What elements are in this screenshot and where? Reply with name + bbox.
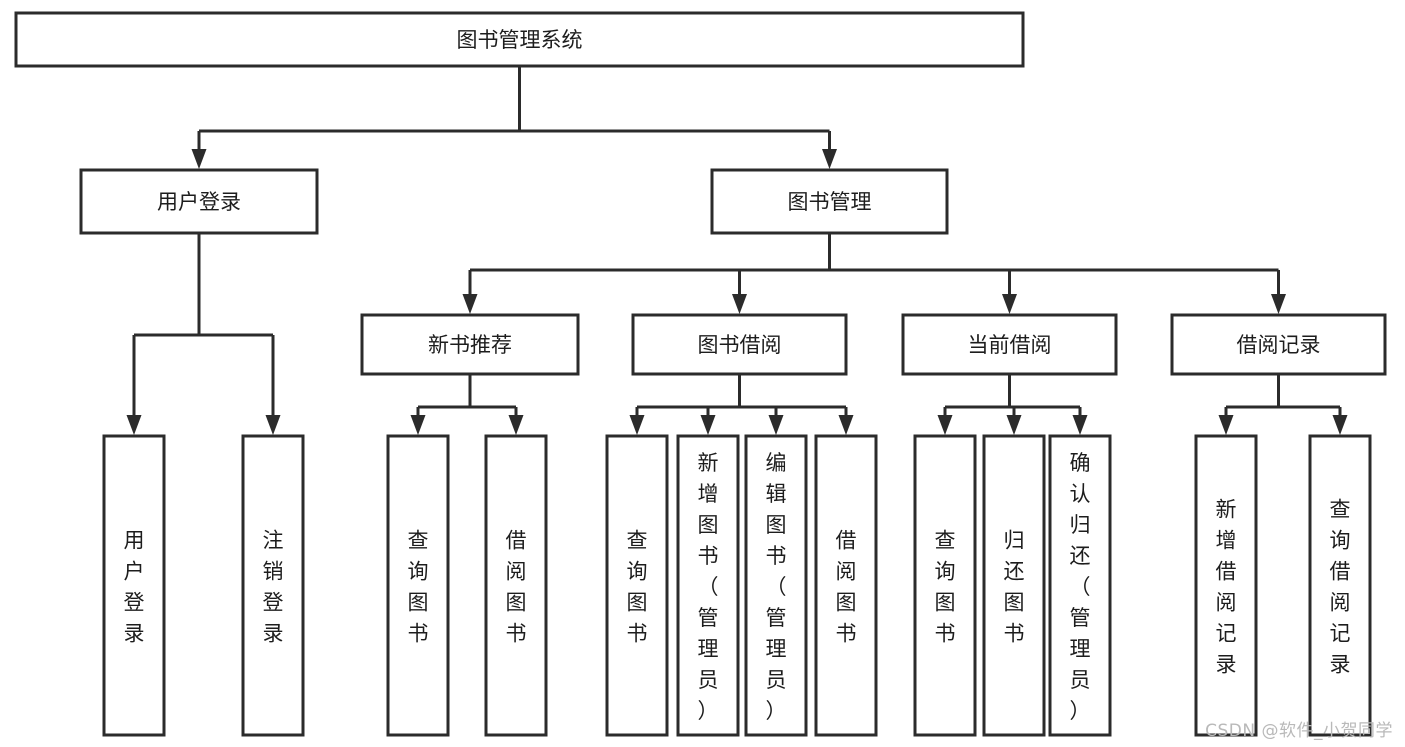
edge-layer xyxy=(126,66,1348,435)
node-borrow[interactable]: 图书借阅 xyxy=(631,313,848,376)
node-newbook[interactable]: 新书推荐 xyxy=(360,313,580,376)
node-nb-query[interactable]: 查询图书 xyxy=(386,434,450,737)
node-login-in[interactable]: 用户登录 xyxy=(102,434,166,737)
node-label-login-out: 注销登录 xyxy=(263,529,284,646)
node-box-login[interactable] xyxy=(79,168,319,235)
node-label-cu-query: 查询图书 xyxy=(935,529,956,646)
node-box-re-query[interactable] xyxy=(1308,434,1372,737)
node-bo-add[interactable]: 新增图书（管理员） xyxy=(676,434,740,737)
node-label-login: 用户登录 xyxy=(157,190,241,214)
node-box-bo-query[interactable] xyxy=(605,434,669,737)
node-label-current: 当前借阅 xyxy=(968,333,1052,357)
node-label-re-query: 查询借阅记录 xyxy=(1330,498,1351,677)
node-box-cu-query[interactable] xyxy=(913,434,977,737)
node-label-record: 借阅记录 xyxy=(1237,333,1321,357)
node-label-bookmgmt: 图书管理 xyxy=(788,190,872,214)
node-box-bo-add[interactable] xyxy=(676,434,740,737)
node-box-re-add[interactable] xyxy=(1194,434,1258,737)
edge-group-record xyxy=(1218,374,1348,435)
node-box-nb-query[interactable] xyxy=(386,434,450,737)
node-label-bo-edit: 编辑图书（管理员） xyxy=(766,451,787,723)
node-label-borrow: 图书借阅 xyxy=(698,333,782,357)
node-layer: 图书管理系统用户登录图书管理新书推荐图书借阅当前借阅借阅记录用户登录注销登录查询… xyxy=(14,11,1387,737)
node-label-cu-return: 归还图书 xyxy=(1004,529,1025,646)
node-box-newbook[interactable] xyxy=(360,313,580,376)
node-box-bo-edit[interactable] xyxy=(744,434,808,737)
edge-group-bookmgmt xyxy=(462,233,1286,314)
node-bookmgmt[interactable]: 图书管理 xyxy=(710,168,949,235)
node-box-login-in[interactable] xyxy=(102,434,166,737)
node-label-re-add: 新增借阅记录 xyxy=(1216,498,1237,677)
node-re-add[interactable]: 新增借阅记录 xyxy=(1194,434,1258,737)
node-label-login-in: 用户登录 xyxy=(124,529,145,646)
node-box-login-out[interactable] xyxy=(241,434,305,737)
edge-group-current xyxy=(937,374,1088,435)
node-box-nb-borrow[interactable] xyxy=(484,434,548,737)
node-cu-return[interactable]: 归还图书 xyxy=(982,434,1046,737)
node-label-bo-borrow: 借阅图书 xyxy=(836,529,857,646)
node-label-nb-borrow: 借阅图书 xyxy=(506,529,527,646)
edge-group-newbook xyxy=(410,374,524,435)
node-box-cu-return[interactable] xyxy=(982,434,1046,737)
edge-group-login xyxy=(126,233,281,435)
node-label-cu-confirm: 确认归还（管理员） xyxy=(1070,451,1091,723)
node-box-bo-borrow[interactable] xyxy=(814,434,878,737)
node-label-bo-query: 查询图书 xyxy=(627,529,648,646)
node-login[interactable]: 用户登录 xyxy=(79,168,319,235)
node-bo-borrow[interactable]: 借阅图书 xyxy=(814,434,878,737)
node-current[interactable]: 当前借阅 xyxy=(901,313,1118,376)
node-label-root: 图书管理系统 xyxy=(457,28,583,52)
node-re-query[interactable]: 查询借阅记录 xyxy=(1308,434,1372,737)
node-login-out[interactable]: 注销登录 xyxy=(241,434,305,737)
node-root[interactable]: 图书管理系统 xyxy=(14,11,1025,68)
node-record[interactable]: 借阅记录 xyxy=(1170,313,1387,376)
edge-group-root xyxy=(191,66,837,169)
node-label-newbook: 新书推荐 xyxy=(428,333,512,357)
node-box-root[interactable] xyxy=(14,11,1025,68)
node-cu-query[interactable]: 查询图书 xyxy=(913,434,977,737)
node-bo-edit[interactable]: 编辑图书（管理员） xyxy=(744,434,808,737)
node-box-record[interactable] xyxy=(1170,313,1387,376)
node-label-nb-query: 查询图书 xyxy=(408,529,429,646)
node-box-bookmgmt[interactable] xyxy=(710,168,949,235)
node-label-bo-add: 新增图书（管理员） xyxy=(698,451,719,723)
node-bo-query[interactable]: 查询图书 xyxy=(605,434,669,737)
node-cu-confirm[interactable]: 确认归还（管理员） xyxy=(1048,434,1112,737)
edge-group-borrow xyxy=(629,374,854,435)
node-box-cu-confirm[interactable] xyxy=(1048,434,1112,737)
node-box-borrow[interactable] xyxy=(631,313,848,376)
node-box-current[interactable] xyxy=(901,313,1118,376)
node-nb-borrow[interactable]: 借阅图书 xyxy=(484,434,548,737)
